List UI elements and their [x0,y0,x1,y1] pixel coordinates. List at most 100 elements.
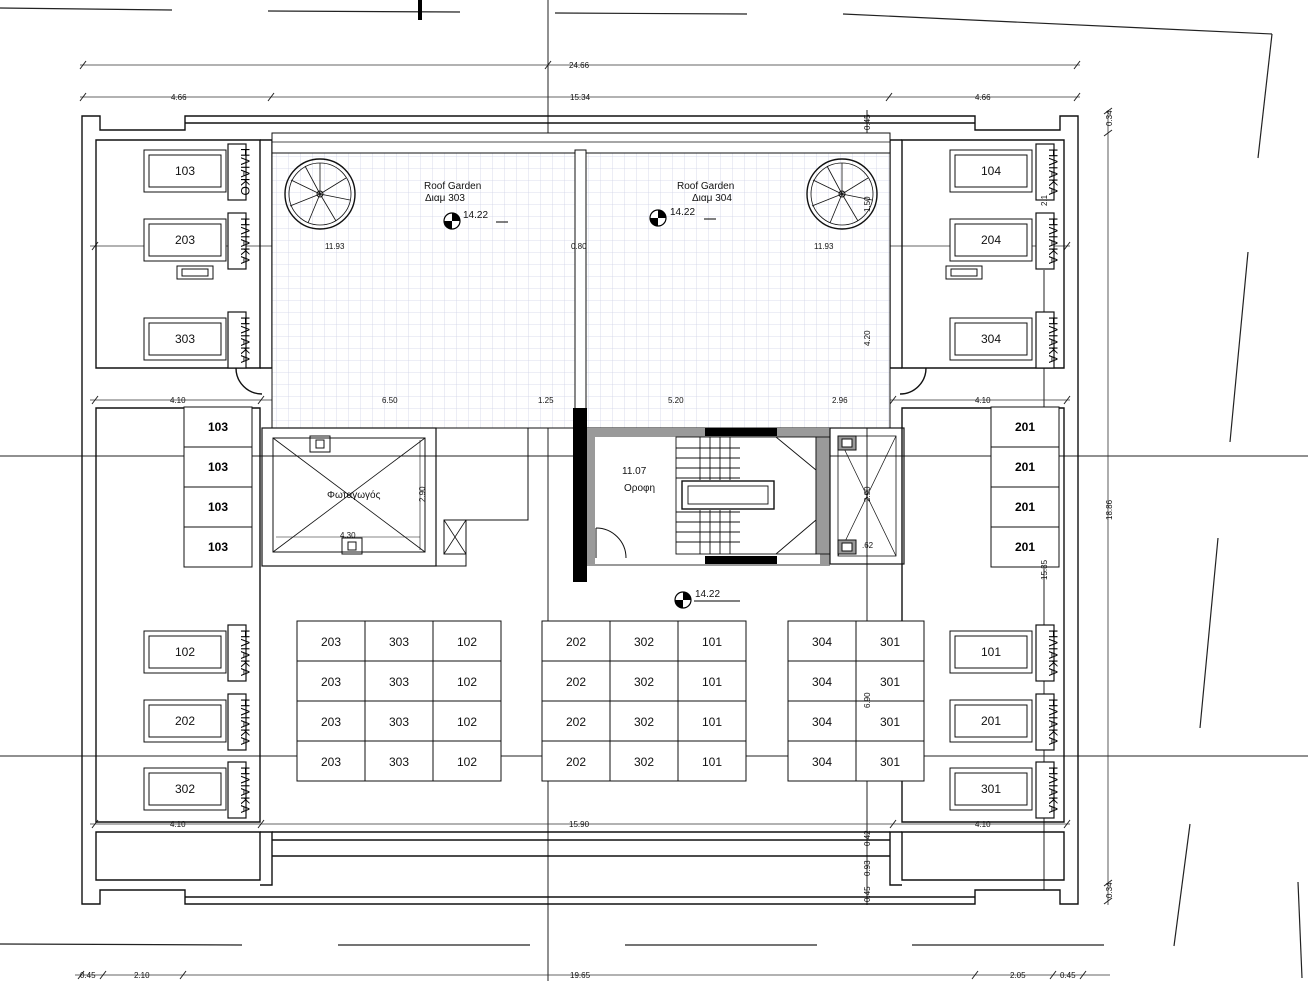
dim-v-e: 0.93 [863,860,872,876]
solar-panel [1035,624,1055,682]
dim-right-bottom: 0.34 [1105,882,1114,898]
grid-cell [787,620,857,662]
solar-label: ΗΛΙΑΚΑ [1046,629,1060,676]
solar-panel [1035,143,1055,201]
grid-cell [364,660,434,702]
grid-cell-label: 304 [812,755,832,769]
elevator-shaft [829,427,905,565]
dim-top-total: 24.66 [569,61,590,70]
dim-light-well-h: 2.90 [418,486,427,502]
dim-lower-right: 4.10 [975,820,991,829]
grid-cell [296,660,366,702]
tank-outer [949,630,1033,674]
grid-cell-label: 101 [702,755,722,769]
solar-label: ΗΛΙΑΚΑ [1046,217,1060,264]
tank-inner [148,154,222,188]
dim-v-c: 4.20 [863,330,872,346]
dim-lower-mid: 15.90 [569,820,590,829]
solar-label: ΗΛΙΑΚΑ [238,217,252,264]
dim-top-right-small: 2.1 [1040,194,1049,206]
dim-v-b: 1.50 [863,196,872,212]
level-marker-garden-left [443,212,508,230]
dim-top-mid: 15.34 [570,93,591,102]
grid-cell-label: 301 [880,715,900,729]
meter-label: 103 [208,420,228,434]
grid-cell [609,620,679,662]
tank-label: 101 [981,645,1001,659]
meter-cell [990,526,1060,568]
grid-cell [609,740,679,782]
solar-label: ΗΛΙΑΚΑ [1046,148,1060,195]
grid-cell-label: 203 [321,675,341,689]
dim-garden-left: 11.93 [325,242,345,251]
grid-cell-label: 304 [812,715,832,729]
solar-panel [227,624,247,682]
tank-inner [954,322,1028,356]
meter-label: 103 [208,460,228,474]
spiral-stair-left [284,158,356,230]
dim-bottom-left: 2.10 [134,971,150,980]
tank-label: 102 [175,645,195,659]
tank-outer [143,149,227,193]
tank-label: 204 [981,233,1001,247]
level-garden-right-value: 14.22 [670,207,695,218]
dim-row-right: 4.10 [975,396,991,405]
dim-lower-left: 4.10 [170,820,186,829]
meter-label: 201 [1015,540,1035,554]
grid-cell-label: 303 [389,675,409,689]
meter-label: 201 [1015,500,1035,514]
grid-cell-label: 102 [457,675,477,689]
tank-outer [143,630,227,674]
level-garden-left-value: 14.22 [463,210,488,221]
tank-inner [148,322,222,356]
meter-label: 201 [1015,460,1035,474]
solar-panel [1035,311,1055,369]
meter-cell [183,486,253,528]
grid-cell-label: 302 [634,675,654,689]
tank-label: 104 [981,164,1001,178]
tank-label: 304 [981,332,1001,346]
dim-garden-right: 11.93 [814,242,834,251]
grid-cell [609,700,679,742]
tank-inner [954,154,1028,188]
dim-row-left: 4.10 [170,396,186,405]
dim-seg-c: 5.20 [668,396,684,405]
solar-label: ΗΛΙΑΚΑ [1046,316,1060,363]
tank-outer [143,767,227,811]
solar-label: ΗΛΙΑΚΑ [1046,766,1060,813]
light-well [261,427,529,567]
grid-cell [296,620,366,662]
tank-inner [954,772,1028,806]
meter-label: 201 [1015,420,1035,434]
dim-shaft-w: .62 [862,541,874,550]
grid-cell-label: 303 [389,715,409,729]
dim-seg-d: 2.96 [832,396,848,405]
level-roof-value: 11.07 [622,466,647,477]
grid-cell-label: 102 [457,755,477,769]
tank-outer [949,218,1033,262]
solar-panel [1035,761,1055,819]
tank-outer [143,218,227,262]
solar-label: ΗΛΙΑΚΑ [238,698,252,745]
grid-cell [364,700,434,742]
tank-inner [148,704,222,738]
solar-panel [227,761,247,819]
grid-cell [787,740,857,782]
grid-cell [677,740,747,782]
grid-cell [432,660,502,702]
grid-cell [855,660,925,702]
grid-cell [855,620,925,662]
small-vents [176,265,983,280]
roof-garden-left-title: Roof Garden [424,181,481,192]
tank-inner [148,772,222,806]
grid-cell [432,740,502,782]
grid-cell [855,700,925,742]
meter-cell [183,526,253,568]
grid-cell-label: 303 [389,635,409,649]
meter-label: 103 [208,540,228,554]
